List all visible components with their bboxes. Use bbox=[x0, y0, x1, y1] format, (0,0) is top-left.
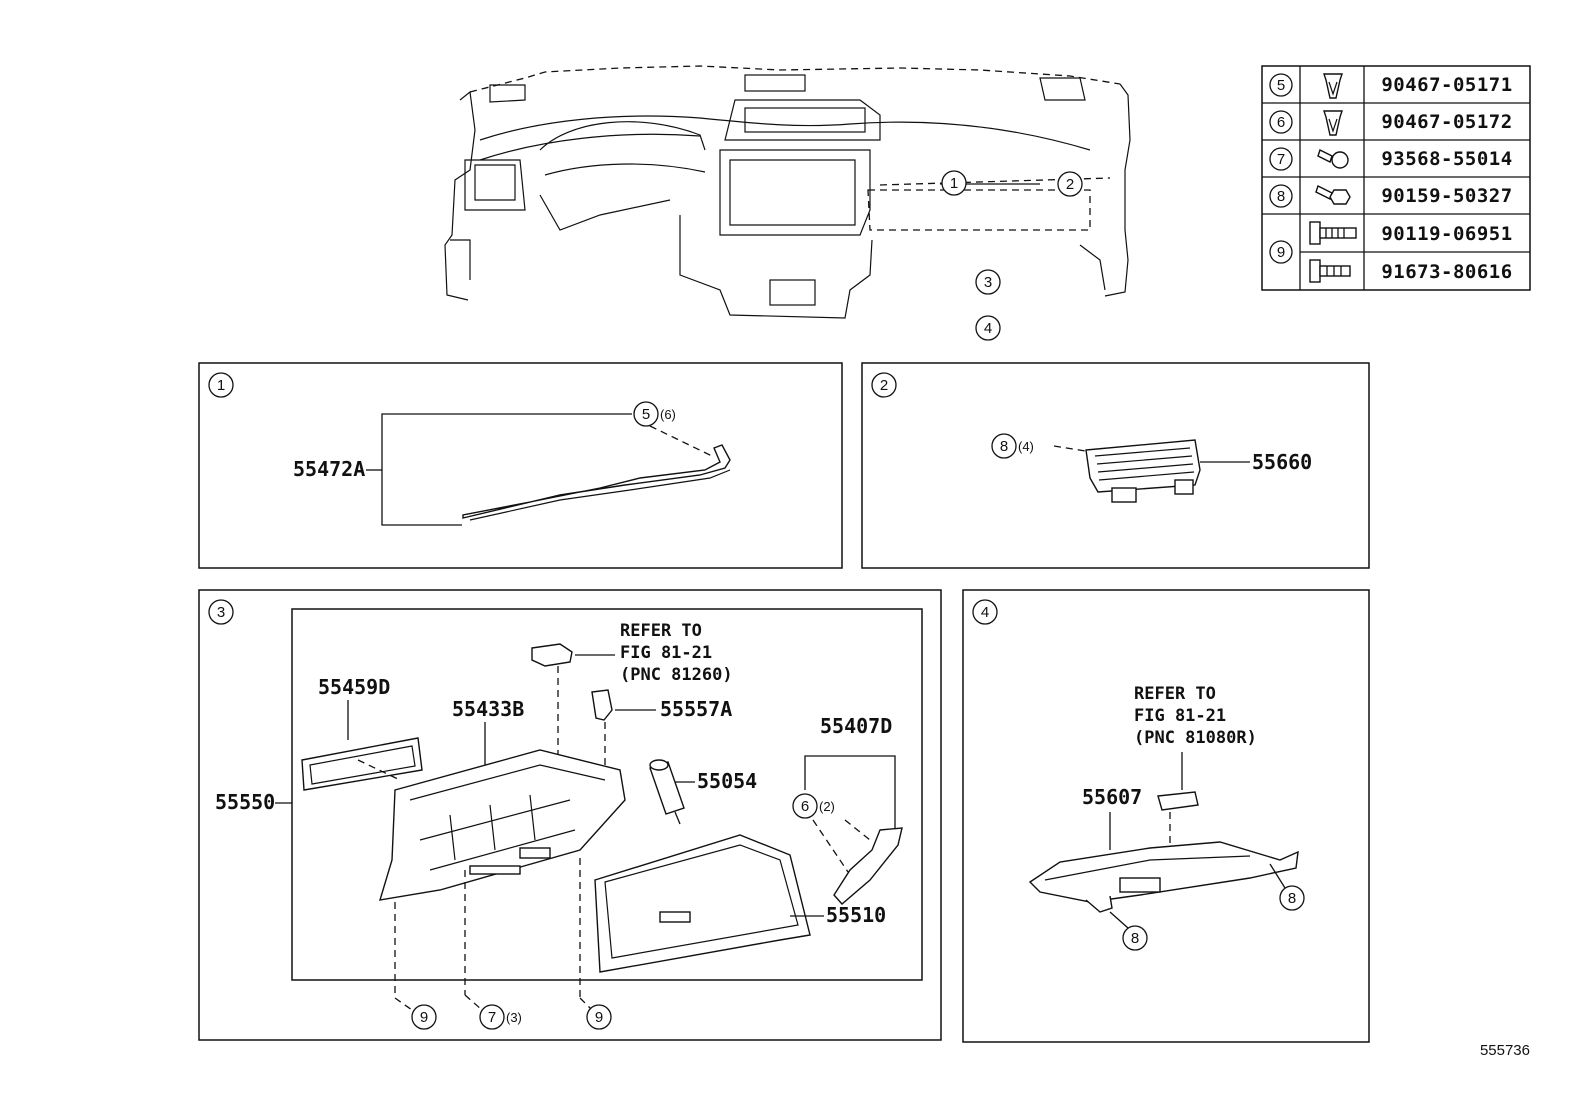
callout-2-text: 2 bbox=[1066, 176, 1074, 193]
lower-panel-illustration bbox=[1028, 841, 1299, 913]
bolt-icon bbox=[1309, 259, 1351, 283]
damper-part-illustration bbox=[649, 759, 685, 825]
part-label-55557A: 55557A bbox=[660, 697, 732, 721]
glovebox-door-illustration bbox=[594, 834, 811, 973]
vent-part-illustration bbox=[1085, 439, 1201, 503]
side-panel-illustration bbox=[833, 827, 903, 905]
diagram-id: 555736 bbox=[1480, 1042, 1530, 1059]
panel-2-label: 2 bbox=[880, 377, 888, 394]
part-label-55660: 55660 bbox=[1252, 450, 1312, 474]
part-label-55472A: 55472A bbox=[293, 457, 365, 481]
part-number-90467-05172: 90467-05172 bbox=[1381, 111, 1512, 133]
refer-line-1: REFER TO bbox=[620, 621, 702, 641]
part-number-91673-80616: 91673-80616 bbox=[1381, 261, 1512, 283]
callout-4 bbox=[975, 315, 1001, 341]
table-ref-5 bbox=[1269, 73, 1293, 97]
clip-icon bbox=[1323, 110, 1343, 136]
panel-2: 2 8 (4) 55660 bbox=[861, 362, 1370, 569]
callout-3-text: 3 bbox=[984, 274, 992, 291]
fastener-table: 5 90467-05171 6 90467-05172 7 93568-5501… bbox=[1261, 65, 1531, 291]
callout-8-bottom: 8 bbox=[1131, 930, 1139, 947]
refer4-line-1: REFER TO bbox=[1134, 684, 1216, 704]
main-callouts: 1 2 3 4 bbox=[940, 170, 1083, 341]
table-ref-7 bbox=[1269, 147, 1293, 171]
part-number-90119-06951: 90119-06951 bbox=[1381, 223, 1512, 245]
part-number-90467-05171: 90467-05171 bbox=[1381, 74, 1512, 96]
part-label-55054: 55054 bbox=[697, 769, 757, 793]
table-ref-8 bbox=[1269, 184, 1293, 208]
callout-8-right: 8 bbox=[1288, 890, 1296, 907]
table-ref-9-text: 9 bbox=[1277, 244, 1285, 261]
callout-6: 6 bbox=[801, 798, 809, 815]
panel-3-label: 3 bbox=[217, 604, 225, 621]
callout-4-text: 4 bbox=[984, 320, 992, 337]
refer-line-3: (PNC 81260) bbox=[620, 665, 733, 685]
table-ref-5-text: 5 bbox=[1277, 77, 1285, 94]
part-label-55433B: 55433B bbox=[452, 697, 524, 721]
part-label-55459D: 55459D bbox=[318, 675, 390, 699]
glovebox-frame-illustration bbox=[301, 737, 626, 901]
panel-4: 4 REFER TO FIG 81-21 (PNC 81080R) 55607 … bbox=[962, 589, 1370, 1043]
callout-6-qty: (2) bbox=[819, 799, 835, 814]
table-ref-9 bbox=[1269, 240, 1293, 264]
panel-4-label: 4 bbox=[981, 604, 989, 621]
callout-3 bbox=[975, 269, 1001, 295]
screw-icon bbox=[1317, 149, 1349, 169]
part-label-55607: 55607 bbox=[1082, 785, 1142, 809]
screw-icon bbox=[1315, 185, 1351, 205]
panel-1: 1 55472A 5 (6) bbox=[198, 362, 843, 569]
part-number-93568-55014: 93568-55014 bbox=[1381, 148, 1512, 170]
clip-icon bbox=[1323, 73, 1343, 99]
callout-7: 7 bbox=[488, 1009, 496, 1026]
table-ref-7-text: 7 bbox=[1277, 151, 1285, 168]
part-number-90159-50327: 90159-50327 bbox=[1381, 185, 1512, 207]
callout-5: 5 bbox=[642, 406, 650, 423]
callout-9-left: 9 bbox=[420, 1009, 428, 1026]
table-ref-6-text: 6 bbox=[1277, 114, 1285, 131]
refer4-line-3: (PNC 81080R) bbox=[1134, 728, 1257, 748]
refer-line-2: FIG 81-21 bbox=[620, 643, 712, 663]
callout-9-right: 9 bbox=[595, 1009, 603, 1026]
callout-8-qty: (4) bbox=[1018, 439, 1034, 454]
callout-7-qty: (3) bbox=[506, 1010, 522, 1025]
switch-part-illustration bbox=[531, 643, 573, 667]
lamp-part-illustration bbox=[591, 689, 613, 721]
instrument-panel-illustration bbox=[444, 65, 1131, 319]
part-label-55550: 55550 bbox=[215, 790, 275, 814]
callout-1 bbox=[941, 170, 967, 196]
callout-2 bbox=[1057, 171, 1083, 197]
table-ref-8-text: 8 bbox=[1277, 188, 1285, 205]
part-label-55510: 55510 bbox=[826, 903, 886, 927]
panel-3: 3 55550 55459D 55433B REFER TO FIG 81-21… bbox=[198, 589, 942, 1041]
garnish-part-illustration bbox=[462, 444, 731, 521]
part-label-55407D: 55407D bbox=[820, 714, 892, 738]
bolt-icon bbox=[1309, 221, 1357, 245]
refer4-line-2: FIG 81-21 bbox=[1134, 706, 1226, 726]
table-ref-6 bbox=[1269, 110, 1293, 134]
callout-1-text: 1 bbox=[950, 175, 958, 192]
callout-8: 8 bbox=[1000, 438, 1008, 455]
switch-part-illustration-2 bbox=[1157, 791, 1199, 811]
panel-1-label: 1 bbox=[217, 377, 225, 394]
callout-5-qty: (6) bbox=[660, 407, 676, 422]
